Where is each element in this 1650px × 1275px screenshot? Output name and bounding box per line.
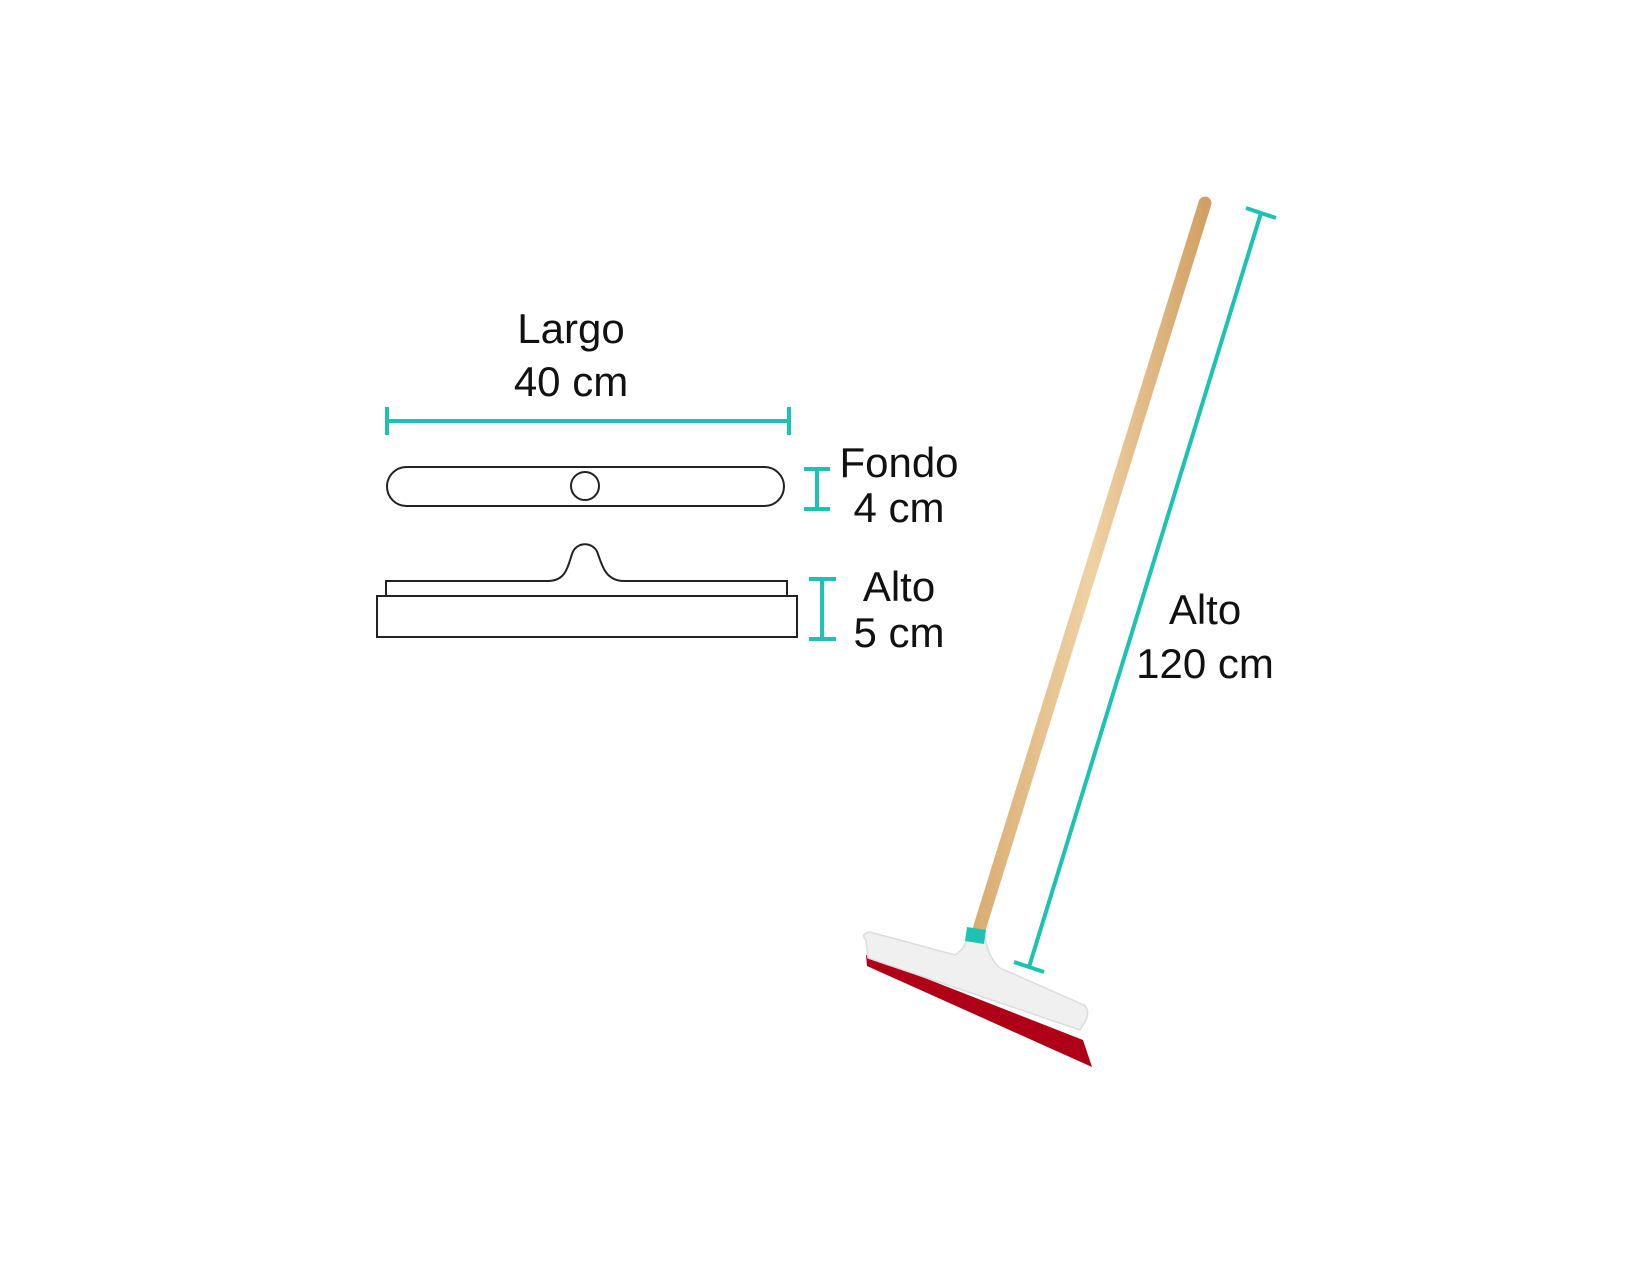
depth-value: 4 cm [853, 484, 944, 531]
depth-dimension [804, 467, 830, 511]
length-value: 40 cm [514, 358, 628, 405]
side-view-outline [376, 543, 798, 638]
top-view-outline [386, 466, 785, 507]
head-height-dimension [809, 577, 836, 641]
total-height-label: Alto [1169, 586, 1241, 633]
total-height-dimension [1013, 206, 1277, 974]
length-label: Largo [517, 305, 624, 352]
squeegee-illustration [863, 196, 1212, 1067]
length-dimension [385, 407, 791, 435]
squeegee-head [863, 931, 1089, 1031]
head-height-label: Alto [863, 563, 935, 610]
wood-handle [970, 196, 1212, 943]
total-height-value: 120 cm [1136, 640, 1274, 687]
head-height-value: 5 cm [853, 609, 944, 656]
rubber-blade [866, 955, 1092, 1067]
handle-collar [965, 927, 986, 944]
depth-label: Fondo [839, 439, 958, 486]
